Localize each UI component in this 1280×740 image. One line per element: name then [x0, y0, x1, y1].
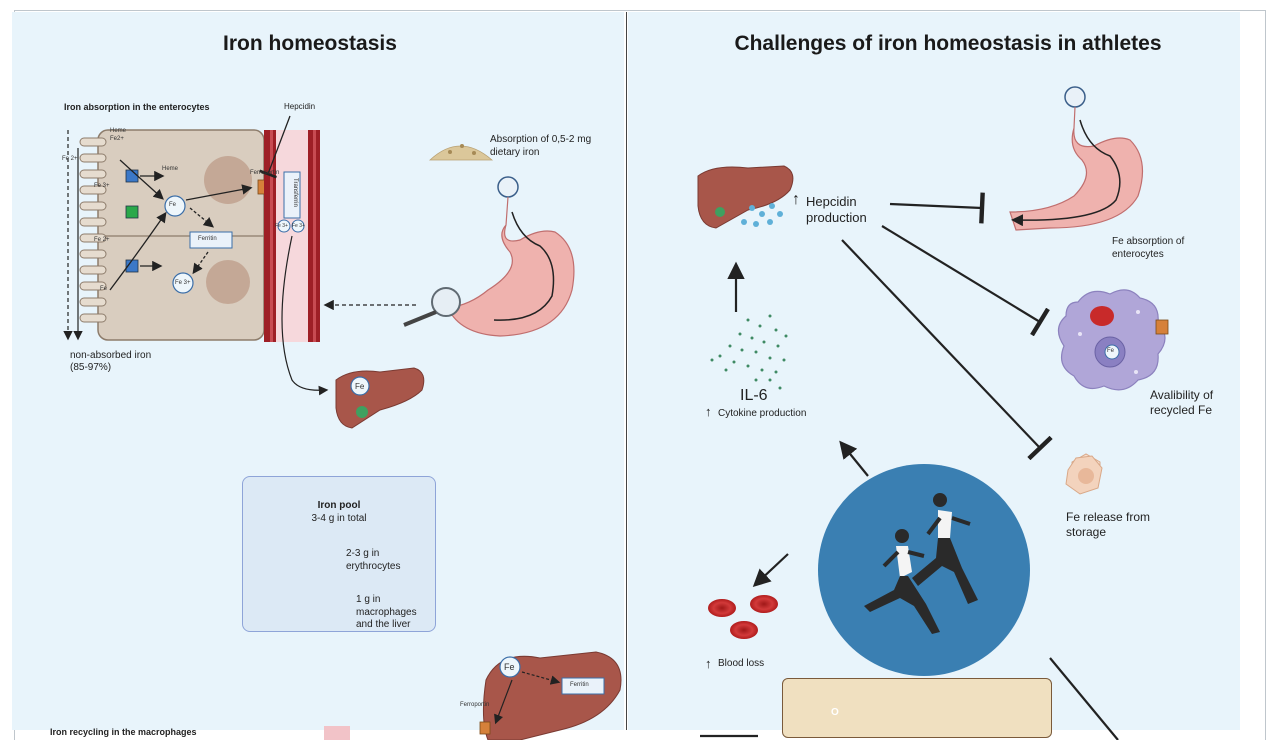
pool-macrophages-label: 1 g in macrophages and the liver: [356, 594, 417, 630]
enterocyte-heading: Iron absorption in the enterocytes: [64, 102, 210, 112]
enterocyte-arrows: [109, 159, 253, 291]
ferroportin-label: Ferroportin: [250, 170, 280, 176]
dcytb-reductase: [125, 205, 139, 219]
liver-bottom-icon: [479, 651, 622, 740]
nucleus-top: [204, 156, 252, 204]
athletes-circle: [818, 464, 1030, 676]
to-liver-arrow: [281, 235, 329, 396]
non-absorbed-label: non-absorbed iron: [70, 350, 152, 361]
recycling-heading: Iron recycling in the macrophages: [50, 727, 197, 737]
fe-release-label: Fe release from storage: [1066, 510, 1151, 539]
fe3-circle: [172, 272, 194, 294]
liver-icon: [335, 367, 425, 429]
fe2-top-label: Fe 2+: [62, 156, 78, 162]
oxygen-label: O: [831, 707, 839, 718]
ferritin-box: [189, 231, 233, 249]
hepcidin-up-arrow: ↑: [792, 191, 800, 208]
recycled-fe-label: Avalibility of recycled Fe: [1150, 388, 1214, 417]
nucleus-bottom: [206, 260, 250, 304]
panel-divider: [626, 12, 627, 730]
liver-fe-label: Fe: [355, 382, 365, 391]
fe-circle: [164, 195, 186, 217]
non-absorbed-arrows: [63, 130, 83, 341]
blood-loss-up-arrow: ↑: [705, 656, 712, 671]
vessel-bottom: [324, 726, 350, 740]
cytokine-label: Cytokine production: [718, 408, 807, 419]
liver2-ferroportin-label: Ferroportin: [460, 702, 490, 708]
iron-pool-total: 3-4 g in total: [311, 513, 367, 524]
blood-loss-label: Blood loss: [718, 658, 765, 669]
fe-circle-label: Fe: [169, 202, 177, 208]
il6-label: IL-6: [740, 387, 768, 404]
fe3-circle-label: Fe 3+: [175, 280, 191, 286]
left-panel-title: Iron homeostasis: [223, 32, 397, 55]
microvilli: [79, 137, 107, 323]
fe3-label-a: Fe 3+: [94, 183, 110, 189]
fe-side-label: Fe: [100, 286, 108, 292]
magnifier-icon: [403, 287, 461, 327]
blood-loss-icon: [708, 595, 778, 639]
fe3-small-b: Fe 3+: [292, 223, 305, 229]
ferritin-label: Ferritin: [198, 236, 217, 242]
dietary-iron-label: Absorption of 0,5-2 mg dietary iron: [490, 134, 592, 158]
right-arrows: [700, 192, 1119, 740]
heme-transporter: [125, 169, 139, 183]
heme-fe2-label: Heme Fe2+: [110, 128, 127, 142]
stomach-icon: [447, 176, 575, 337]
non-absorbed-percent: (85-97%): [70, 362, 112, 373]
hepcidin-label: Hepcidin: [284, 102, 316, 111]
liver-hepcidin-icon: [697, 165, 794, 229]
macrophage-icon: [1057, 289, 1169, 391]
hepcidin-production-label: Hepcidin production: [806, 194, 867, 226]
hepcidin-dots: [741, 203, 783, 227]
stomach-right-icon: [1009, 86, 1144, 231]
right-panel-title: Challenges of iron homeostasis in athlet…: [734, 32, 1162, 55]
cytokine-up-arrow: ↑: [705, 404, 712, 419]
heme-label: Heme: [162, 166, 179, 172]
fe2-label-b: Fe 2+: [94, 237, 110, 243]
storage-cell-icon: [1065, 453, 1103, 495]
transferrin-label: Transferrin: [292, 178, 298, 207]
fe3-small-a: Fe 3+: [275, 223, 288, 229]
iron-pool-box: [242, 476, 436, 632]
liver2-ferritin-label: Ferritin: [570, 682, 589, 688]
dietary-food-icon: [428, 144, 494, 161]
transferrin-box: [283, 171, 301, 219]
liver2-fe-label: Fe: [504, 662, 515, 672]
il6-dots: [710, 314, 788, 390]
hepcidin-inhibit-arrow: [259, 115, 291, 179]
iron-pool-title: Iron pool: [317, 500, 361, 511]
macrophage-fe-label: Fe: [1107, 348, 1115, 354]
stress-factors-box: [782, 678, 1052, 738]
enterocyte-cell: [97, 129, 265, 341]
fe-absorption-label: Fe absorption of enterocytes: [1112, 236, 1185, 260]
pool-erythrocytes-label: 2-3 g in erythrocytes: [346, 548, 401, 572]
